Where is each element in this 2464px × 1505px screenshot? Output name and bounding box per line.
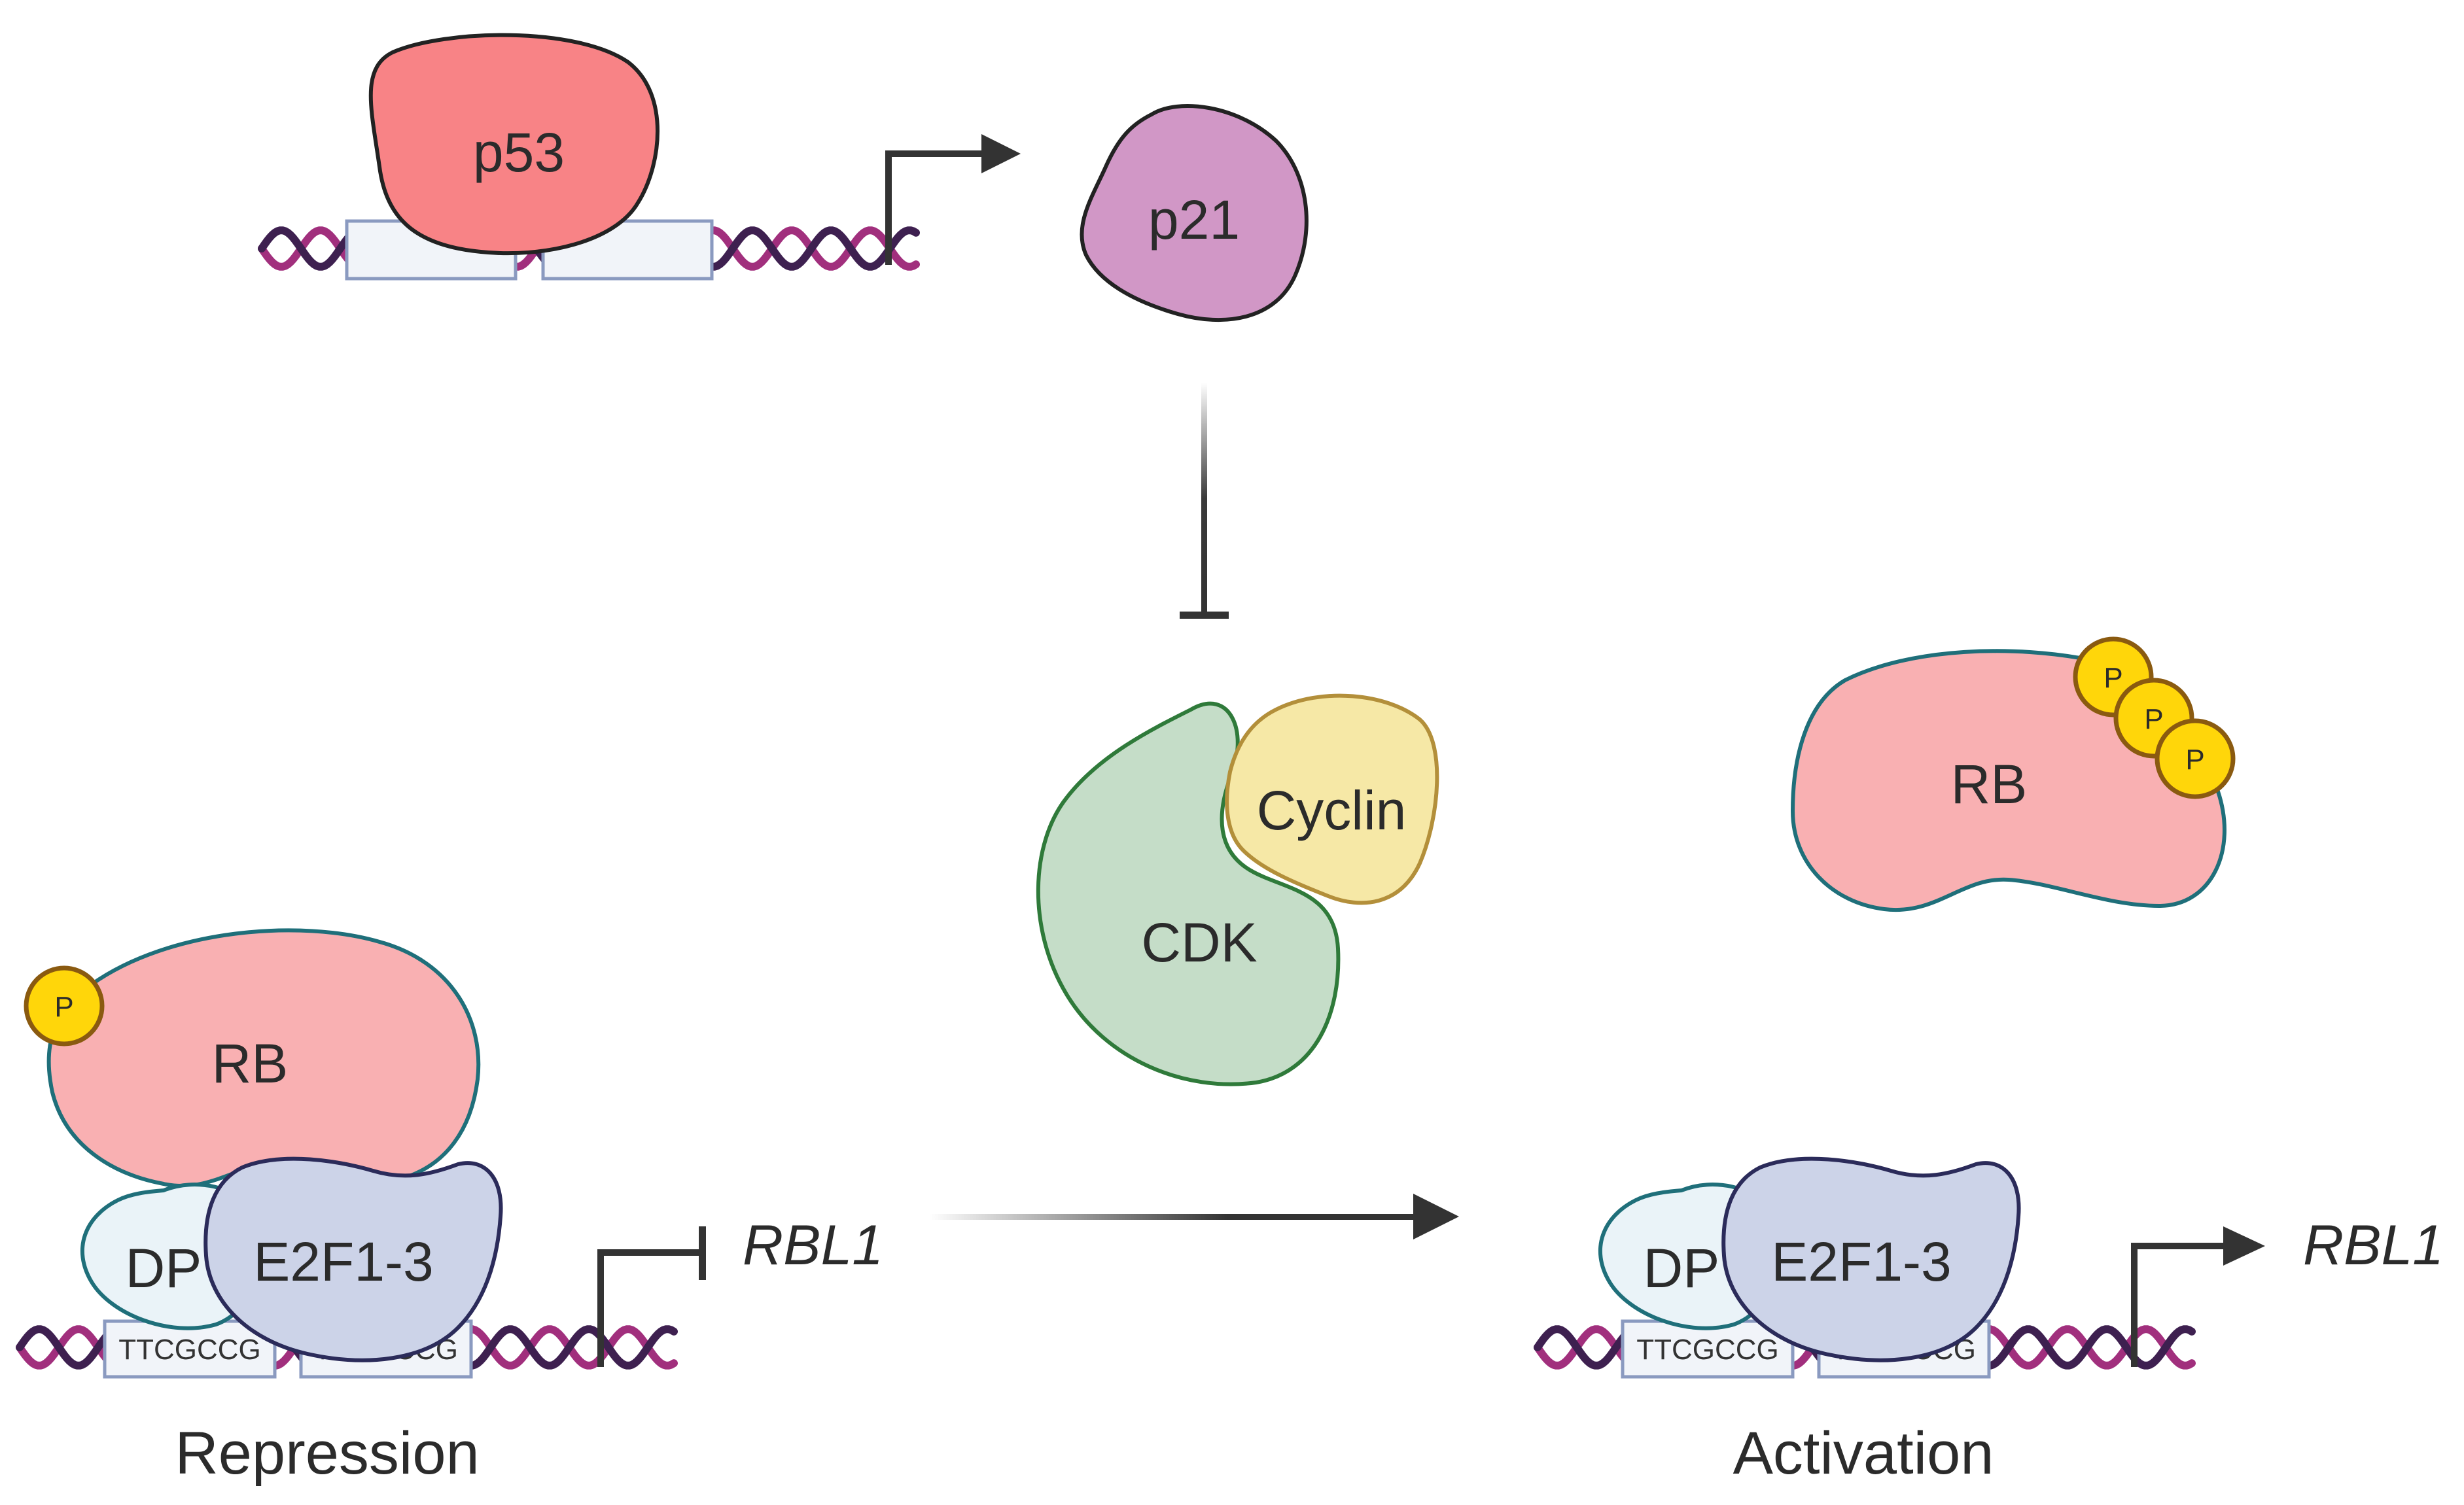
inhibition-line-p21-cdk	[1201, 383, 1207, 615]
activation-complex: TTCGCCG TTGGCCG DP E2F1-3 RBL1 Activatio…	[1534, 1156, 2444, 1487]
gene-label-repression: RBL1	[743, 1214, 883, 1277]
e2f-label-activation: E2F1-3	[1771, 1231, 1951, 1292]
dp-label-activation: DP	[1644, 1237, 1720, 1299]
rb-label-repression: RB	[212, 1033, 289, 1094]
caption-repression: Repression	[175, 1420, 479, 1487]
dp-label-repression: DP	[126, 1237, 202, 1299]
transcription-arrow-repression	[597, 1249, 703, 1367]
e2f-protein-activation	[1721, 1156, 2021, 1362]
transcription-arrow-activation	[2131, 1243, 2225, 1367]
caption-activation: Activation	[1733, 1420, 1994, 1487]
phospho-group-repression: P	[24, 965, 105, 1047]
transcription-arrow-top	[885, 150, 981, 265]
phosphate-label: P	[2144, 703, 2163, 735]
e2f-site-left-sequence-activation: TTCGCCG	[1636, 1334, 1779, 1366]
p53-protein	[368, 33, 660, 256]
phospho-group-3: P	[2155, 718, 2236, 799]
cdk-cyclin-complex: Cyclin CDK	[1036, 693, 1439, 1086]
repression-bar	[699, 1226, 706, 1280]
e2f-site-left-sequence: TTCGCCG	[118, 1334, 261, 1366]
repression-complex: TTCGCCG TTGGCCG RB P DP E2F1-3 RBL1 Repr…	[16, 928, 883, 1487]
p21-protein	[1080, 104, 1309, 322]
gene-label-activation: RBL1	[2303, 1214, 2444, 1277]
phosphate-icon	[24, 965, 105, 1047]
p53-promoter-group: p53	[258, 33, 1021, 281]
phosphate-icon	[2155, 718, 2236, 799]
transition-arrowhead	[1413, 1194, 1459, 1239]
cdk-protein	[1036, 701, 1341, 1086]
phosphate-label: P	[2185, 744, 2204, 776]
cyclin-protein	[1225, 693, 1439, 905]
transcription-arrowhead-activation	[2223, 1226, 2265, 1266]
e2f-protein-repression	[203, 1156, 503, 1362]
cdk-label: CDK	[1141, 912, 1257, 973]
inhibition-bar-p21-cdk	[1180, 612, 1229, 619]
transcription-arrowhead-top	[981, 134, 1021, 173]
p53-label: p53	[473, 122, 565, 183]
phosphate-label: P	[54, 991, 73, 1023]
e2f-label-repression: E2F1-3	[253, 1231, 433, 1292]
transition-arrow-line	[929, 1214, 1426, 1220]
cyclin-label: Cyclin	[1257, 780, 1407, 841]
p21-label: p21	[1148, 189, 1240, 251]
free-rb-group: RB P P P	[1790, 636, 2236, 912]
phosphate-label: P	[2103, 662, 2122, 694]
free-rb-label: RB	[1951, 753, 2028, 815]
